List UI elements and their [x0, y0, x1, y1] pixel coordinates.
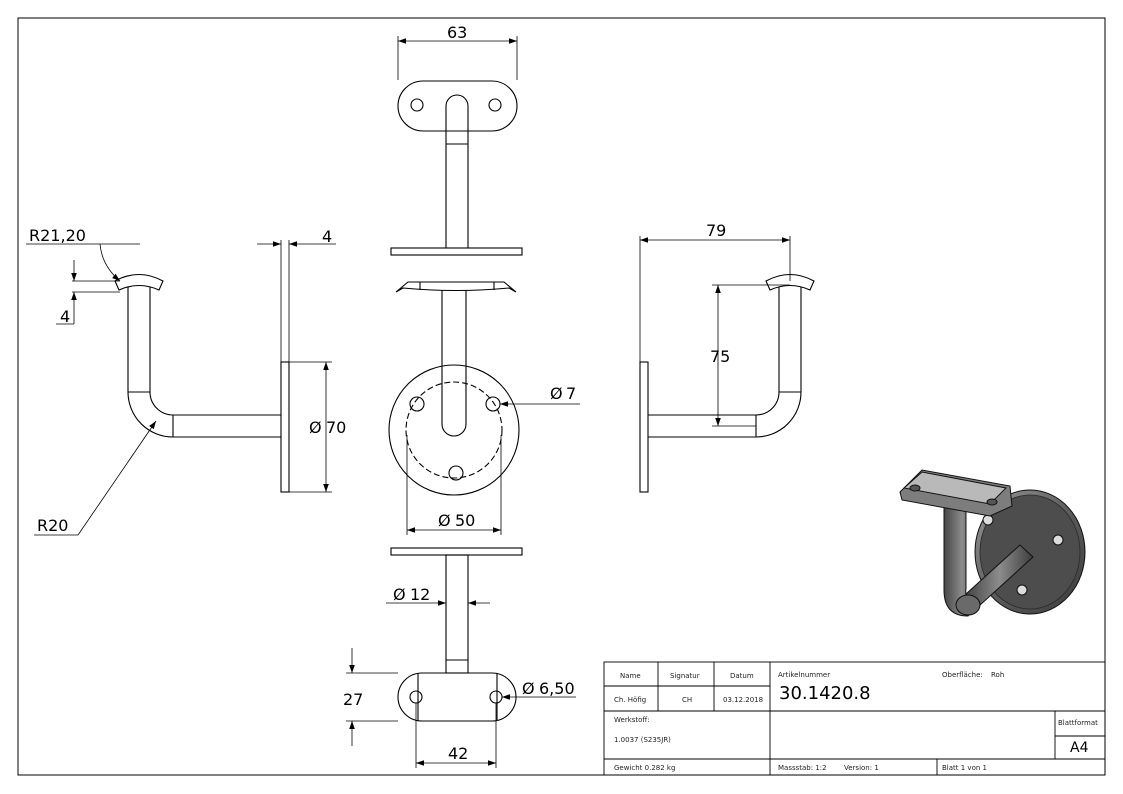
front-hole-bottom: [448, 465, 464, 481]
tb-date-value: 03.12.2018: [723, 696, 763, 704]
top-saddle: [397, 80, 518, 132]
tb-scale: Massstab: 1:2: [778, 764, 827, 772]
tb-material-label: Werkstoff:: [614, 716, 650, 724]
bottom-saddle-hole-right: [489, 690, 503, 704]
dim-saddle-hole-spacing: 42: [448, 744, 468, 763]
right-tube: [648, 287, 802, 438]
tb-surface-value: Roh: [991, 671, 1004, 679]
front-saddle: [395, 281, 517, 293]
dim-plate-thickness: 4: [322, 227, 332, 246]
dim-top-width: 63: [447, 23, 467, 42]
tb-material-value: 1.0037 (S235JR): [614, 736, 671, 744]
tb-name-label: Name: [620, 672, 641, 680]
dim-tube-dia-symbol: Ø: [393, 585, 406, 604]
dim-radius-bend: R20: [37, 516, 68, 535]
dim-bolt-circle-symbol: Ø: [438, 511, 451, 530]
front-view: [388, 281, 580, 535]
tb-signature-value: CH: [682, 696, 692, 704]
dim-hole-dia-symbol: Ø: [550, 384, 563, 403]
top-saddle-hole-left: [410, 98, 424, 112]
tb-signature-label: Signatur: [670, 672, 700, 680]
front-hole-right: [485, 396, 501, 412]
left-saddle: [114, 273, 164, 291]
bottom-plate-edge: [390, 547, 523, 556]
dim-saddle-hole-dia: 6,50: [539, 679, 575, 698]
bottom-saddle-hole-left: [409, 690, 423, 704]
tb-version: Version: 1: [844, 764, 879, 772]
tb-format-label: Blattformat: [1058, 719, 1098, 727]
left-wall-plate: [280, 361, 290, 493]
top-saddle-hole-right: [488, 98, 502, 112]
dim-plate-dia-symbol: Ø: [309, 418, 322, 437]
right-wall-plate: [639, 361, 649, 493]
title-block: [603, 661, 1106, 776]
dim-tube-dia: 12: [410, 585, 430, 604]
tb-date-label: Datum: [730, 672, 754, 680]
left-tube: [127, 287, 281, 438]
dim-height: 75: [710, 347, 730, 366]
tb-article-value: 30.1420.8: [779, 683, 871, 704]
left-view: [26, 240, 336, 536]
top-tube: [445, 94, 469, 248]
dim-offset-4: 4: [60, 307, 70, 326]
dim-hole-dia: 7: [566, 384, 576, 403]
right-view: [639, 236, 815, 493]
bottom-view: [346, 547, 576, 768]
tb-sheet: Blatt 1 von 1: [942, 764, 987, 772]
dim-plate-dia: 70: [326, 418, 346, 437]
dim-radius-top: R21,20: [29, 226, 86, 245]
tb-format-value: A4: [1070, 740, 1089, 756]
tb-article-label: Artikelnummer: [778, 671, 830, 679]
sheet-border: [17, 17, 1106, 776]
tb-surface-label: Oberfläche:: [942, 671, 983, 679]
dim-projection: 79: [706, 221, 726, 240]
front-wall-plate: [388, 364, 520, 496]
front-tube: [441, 290, 467, 437]
tb-name-value: Ch. Höfig: [614, 696, 646, 704]
front-plate-inner: [405, 381, 503, 479]
dim-bolt-circle: 50: [455, 511, 475, 530]
isometric-view: [899, 469, 1086, 617]
front-hole-left: [409, 396, 425, 412]
right-saddle: [765, 273, 815, 291]
dim-saddle-hole-symbol: Ø: [522, 679, 535, 698]
top-plate-edge: [390, 247, 523, 256]
top-view: [390, 36, 523, 256]
tb-weight: Gewicht 0.282 kg: [614, 764, 675, 772]
dim-saddle-height: 27: [343, 690, 363, 709]
bottom-tube: [445, 554, 469, 674]
